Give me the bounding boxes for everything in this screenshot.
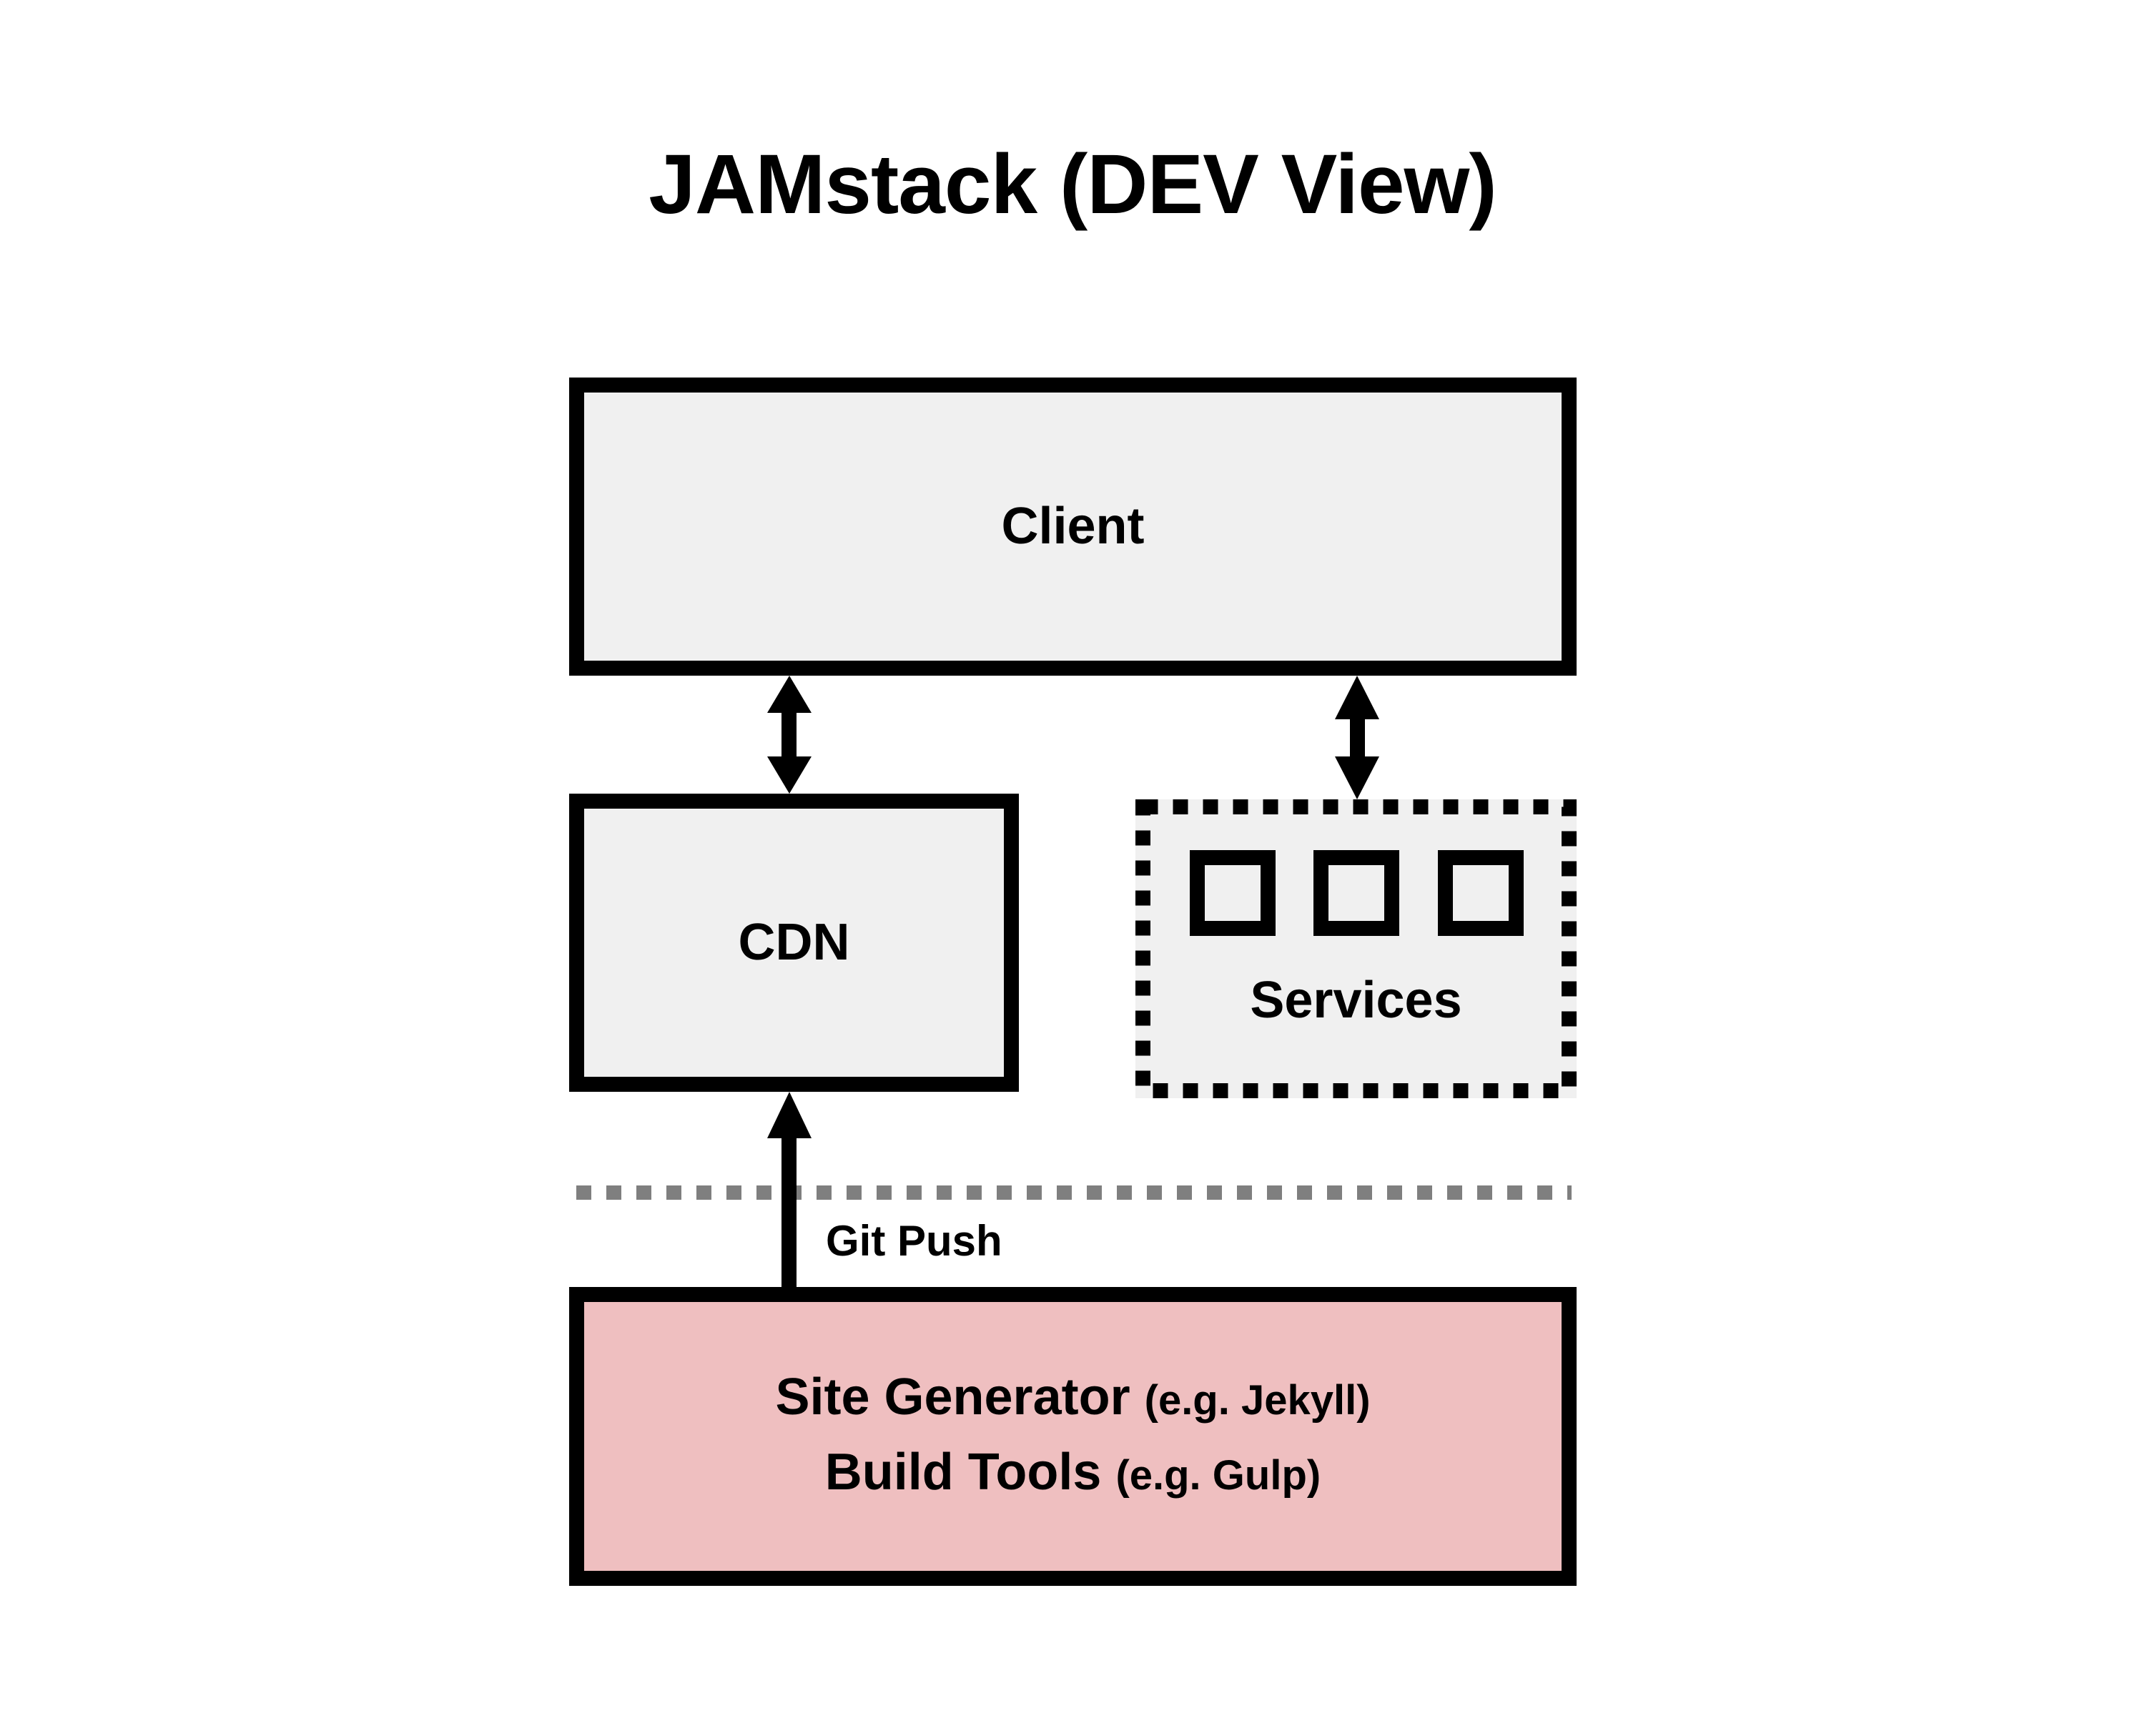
arrow-shaft [1350,719,1365,757]
arrowhead-up-icon [767,676,812,713]
site-generator-node: Site Generator (e.g. Jekyll) Build Tools… [569,1287,1577,1586]
cdn-node: CDN [569,794,1019,1092]
arrow-shaft [781,1137,797,1288]
git-push-arrow [767,1092,812,1288]
services-label: Services [1250,972,1462,1029]
arrowhead-down-icon [1335,756,1379,799]
git-push-label: Git Push [826,1217,1002,1265]
site-generator-label: Site Generator [775,1368,1130,1426]
service-item-icon [1313,850,1399,936]
client-node: Client [569,378,1577,676]
site-generator-line: Site Generator (e.g. Jekyll) [775,1361,1370,1436]
service-item-icon [1190,850,1276,936]
arrow-shaft [781,712,797,758]
build-tools-example: (e.g. Gulp) [1115,1452,1321,1499]
services-node: Services [1135,799,1577,1098]
client-cdn-arrow [767,676,812,794]
services-dotted-border [1135,799,1577,1098]
site-generator-example: (e.g. Jekyll) [1144,1377,1371,1424]
cdn-label: CDN [738,914,850,972]
client-services-arrow [1335,676,1379,799]
service-item-icon [1438,850,1524,936]
client-label: Client [1001,498,1145,556]
arrowhead-down-icon [767,756,812,794]
arrowhead-up-icon [767,1092,812,1138]
build-tools-label: Build Tools [824,1444,1102,1501]
build-tools-line: Build Tools (e.g. Gulp) [825,1436,1321,1511]
arrowhead-up-icon [1335,676,1379,719]
diagram-title: JAMstack (DEV View) [649,137,1497,232]
